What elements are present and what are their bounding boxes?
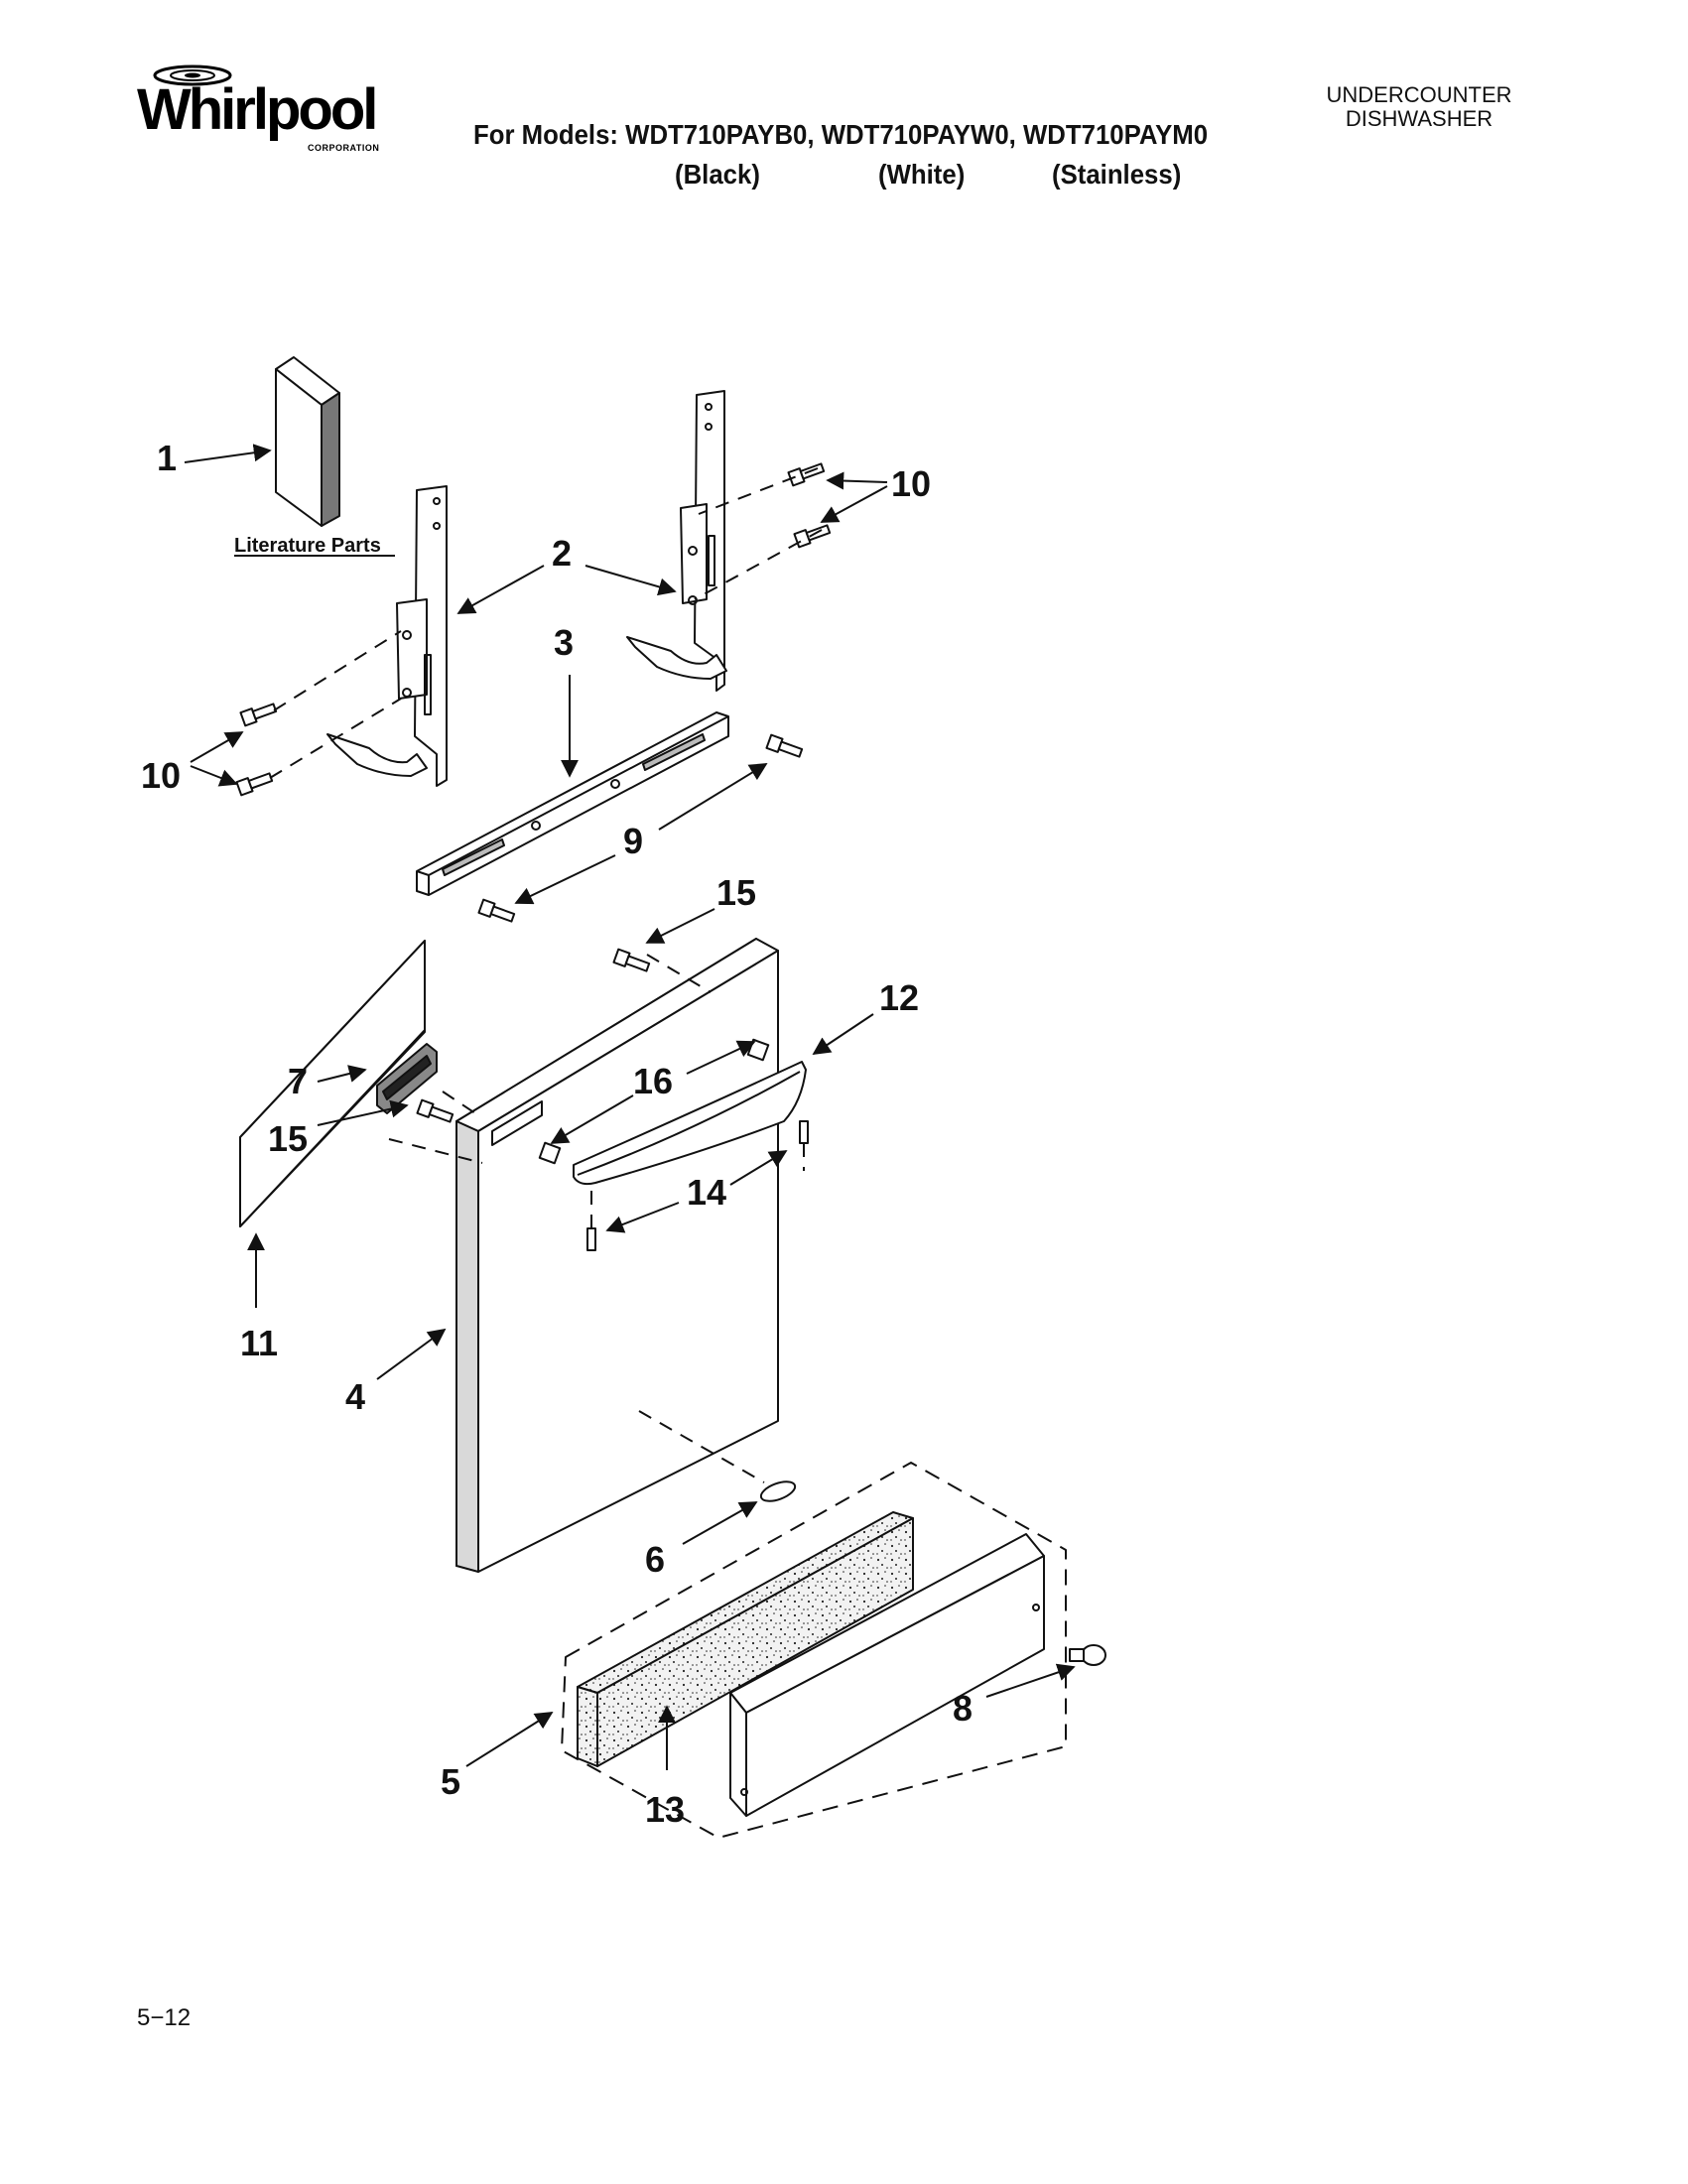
callout-1: 1 [157,438,177,478]
callout-13: 13 [645,1789,685,1830]
logo-wordmark: Whirlpool [137,77,378,142]
callout-3: 3 [554,622,574,663]
arrow-5 [465,1712,554,1767]
arrow-4 [376,1328,447,1380]
literature-parts-label: Literature Parts [234,535,381,557]
foam-block [577,1511,914,1767]
arrow-16-b [550,1094,634,1144]
insulation-panel-face [239,940,426,1227]
arrow-15-left [317,1099,409,1126]
finish-white: (White) [878,159,966,190]
kickplate [729,1533,1045,1817]
arrow-8 [985,1663,1076,1698]
callout-11: 11 [240,1323,278,1363]
arrow-14-b [605,1202,680,1233]
arrow-10-top-a [826,471,888,490]
logo-badge [759,1480,797,1502]
category-line-2: DISHWASHER [1345,106,1493,131]
arrow-2-left [456,565,545,614]
arrow-14-a [729,1150,788,1186]
callout-15-left: 15 [268,1118,308,1159]
callout-2: 2 [552,533,572,574]
arrow-2-right [584,565,677,596]
left-hinge-bracket [326,485,448,787]
callout-6: 6 [645,1539,665,1580]
appliance-category: UNDERCOUNTER DISHWASHER [1290,83,1548,131]
callout-7: 7 [288,1061,308,1101]
mounting-rail [416,711,729,896]
callout-10-top: 10 [891,463,931,504]
arrow-9-b [514,854,616,905]
category-line-1: UNDERCOUNTER [1326,82,1512,107]
finish-stainless: (Stainless) [1052,159,1182,190]
arrow-10-left-b [190,765,238,787]
toekick-assembly-outline [561,1462,1067,1839]
models-heading: For Models: WDT710PAYB0, WDT710PAYW0, WD… [473,119,1209,150]
whirlpool-logo: Whirlpool CORPORATION [133,60,391,159]
arrow-6 [682,1501,758,1545]
arrow-1 [184,444,272,463]
arrow-15-top [645,908,715,944]
callout-4: 4 [345,1376,365,1417]
connector-block [376,1043,438,1114]
alignment-lines [269,467,823,1483]
door-handle-edge [577,1071,801,1176]
callout-14: 14 [687,1172,726,1213]
callout-8: 8 [953,1688,973,1729]
callout-16: 16 [633,1061,673,1101]
door-panel [455,938,779,1573]
arrow-9-a [658,763,768,831]
arrow-12 [812,1013,874,1055]
logo-swirl-icon [153,64,232,86]
finish-black: (Black) [675,159,760,190]
callout-5: 5 [441,1761,460,1802]
right-hinge-bracket [626,390,727,692]
callout-10-left: 10 [141,755,181,796]
logo-corporation: CORPORATION [308,143,380,153]
arrow-10-top-b [820,485,888,523]
arrow-7 [317,1065,367,1083]
arrow-10-left-a [190,731,244,763]
callout-15-top: 15 [716,872,756,913]
page-number: 5−12 [137,2004,192,2031]
callout-12: 12 [879,977,919,1018]
arrow-16-a [686,1040,756,1075]
literature-book [275,356,340,527]
callout-9: 9 [623,821,643,861]
